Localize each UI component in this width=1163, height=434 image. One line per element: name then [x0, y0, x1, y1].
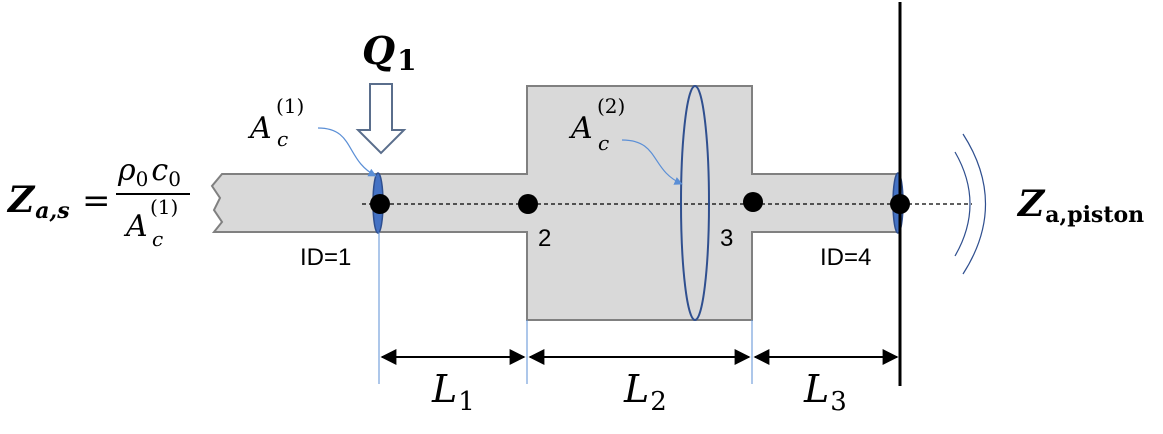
area-1-label: A: [247, 111, 272, 146]
node-dot-2: [518, 194, 538, 214]
duct-body: [210, 85, 899, 321]
area-1-sup: (1): [276, 94, 304, 118]
node-label-2: 2: [538, 225, 551, 252]
radiation-arc-outer: [962, 133, 986, 275]
left-impedance-equals: =: [82, 181, 111, 221]
node-label-4: ID=4: [820, 244, 871, 271]
right-impedance-label: Za,piston: [1016, 183, 1144, 228]
area-2-sub: c: [598, 131, 609, 155]
area-2-label: A: [568, 111, 593, 146]
node-dot-4: [890, 194, 910, 214]
node-dot-3: [743, 192, 763, 212]
cross-section-2: [680, 85, 710, 321]
length-label-L2: L2: [623, 367, 667, 417]
left-impedance-denominator-sup: (1): [150, 195, 178, 219]
node-label-1: ID=1: [300, 244, 351, 271]
area-1-sub: c: [277, 127, 288, 151]
length-label-L3: L3: [803, 367, 847, 417]
left-impedance-denominator-sub: c: [152, 227, 163, 251]
left-impedance-symbol: Za,s: [6, 179, 70, 224]
length-label-L1: L1: [431, 367, 475, 417]
source-label: Q1: [362, 28, 417, 77]
left-impedance-denominator: A: [123, 209, 148, 244]
radiation-arc-inner: [954, 151, 971, 257]
source-arrow: [355, 83, 407, 155]
node-dot-1: [370, 194, 390, 214]
area-2-leader: [621, 139, 683, 185]
area-2-sup: (2): [597, 94, 625, 118]
area-1-leader: [317, 127, 377, 177]
node-label-3: 3: [720, 225, 733, 252]
